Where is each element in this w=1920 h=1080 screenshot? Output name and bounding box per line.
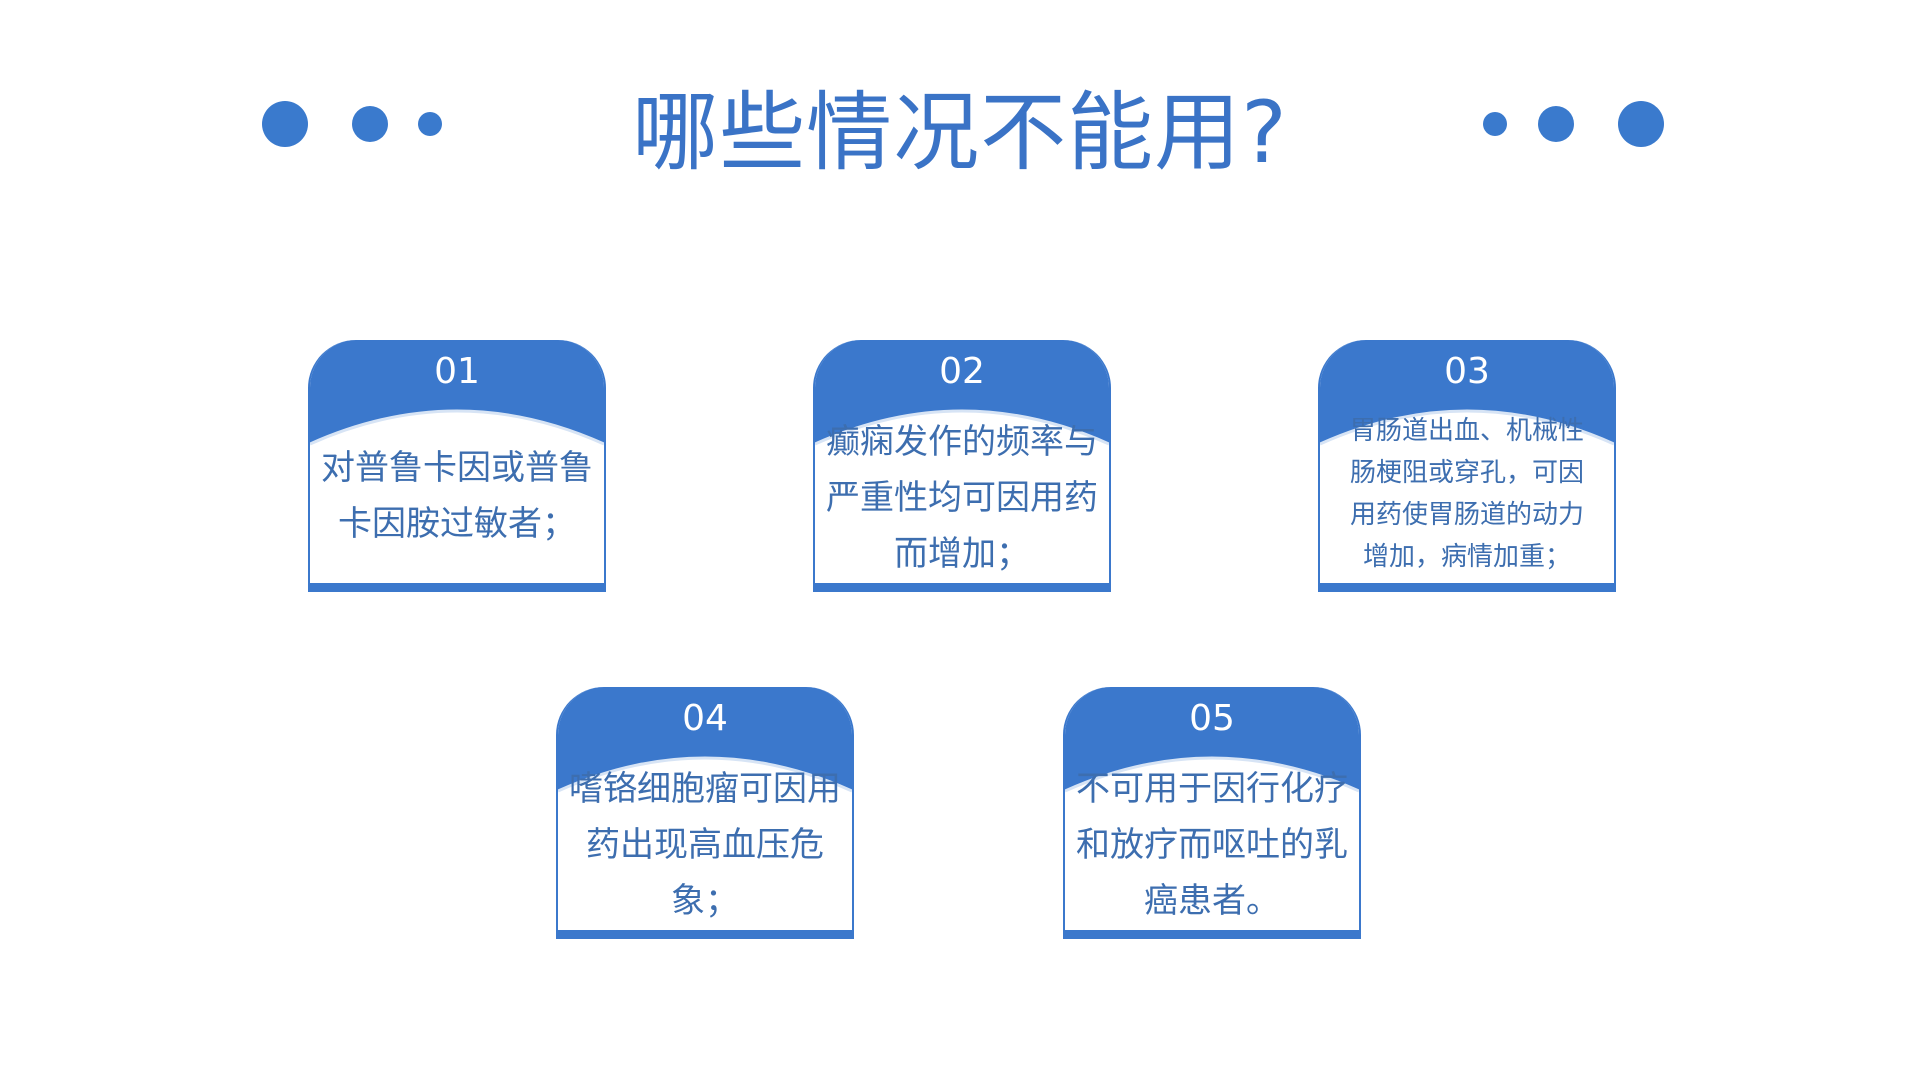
decorative-dot-left-large bbox=[262, 101, 308, 147]
decorative-dot-right-small bbox=[1483, 112, 1507, 136]
card-header-shape bbox=[1320, 340, 1614, 446]
card-header bbox=[1065, 687, 1359, 797]
card-text: 对普鲁卡因或普鲁卡因胺过敏者； bbox=[321, 448, 593, 544]
decorative-dot-right-large bbox=[1618, 101, 1664, 147]
card-number: 01 bbox=[434, 351, 480, 392]
card-text: 不可用于因行化疗和放疗而呕吐的乳癌患者。 bbox=[1076, 769, 1348, 921]
card-04: 04 嗜铬细胞瘤可因用药出现高血压危象； bbox=[556, 687, 854, 939]
card-05: 05 不可用于因行化疗和放疗而呕吐的乳癌患者。 bbox=[1063, 687, 1361, 939]
card-header-shape bbox=[558, 687, 852, 793]
card-text: 癫痫发作的频率与严重性均可因用药而增加； bbox=[826, 422, 1098, 574]
card-03: 03 胃肠道出血、机械性肠梗阻或穿孔，可因用药使胃肠道的动力增加，病情加重； bbox=[1318, 340, 1616, 592]
card-number: 02 bbox=[939, 351, 985, 392]
decorative-dot-left-medium bbox=[352, 106, 388, 142]
decorative-dot-right-medium bbox=[1538, 106, 1574, 142]
card-header-shape bbox=[815, 340, 1109, 446]
card-header-shape bbox=[310, 340, 604, 446]
card-number: 04 bbox=[682, 698, 728, 739]
card-number: 03 bbox=[1444, 351, 1490, 392]
card-header-shape bbox=[1065, 687, 1359, 793]
card-header bbox=[815, 340, 1109, 450]
card-header bbox=[310, 340, 604, 450]
card-01: 01 对普鲁卡因或普鲁卡因胺过敏者； bbox=[308, 340, 606, 592]
card-header bbox=[1320, 340, 1614, 450]
page-title: 哪些情况不能用? bbox=[632, 83, 1288, 183]
card-text: 嗜铬细胞瘤可因用药出现高血压危象； bbox=[569, 769, 841, 921]
card-header bbox=[558, 687, 852, 797]
card-02: 02 癫痫发作的频率与严重性均可因用药而增加； bbox=[813, 340, 1111, 592]
decorative-dot-left-small bbox=[418, 112, 442, 136]
card-number: 05 bbox=[1189, 698, 1235, 739]
card-text: 胃肠道出血、机械性肠梗阻或穿孔，可因用药使胃肠道的动力增加，病情加重； bbox=[1349, 416, 1584, 572]
